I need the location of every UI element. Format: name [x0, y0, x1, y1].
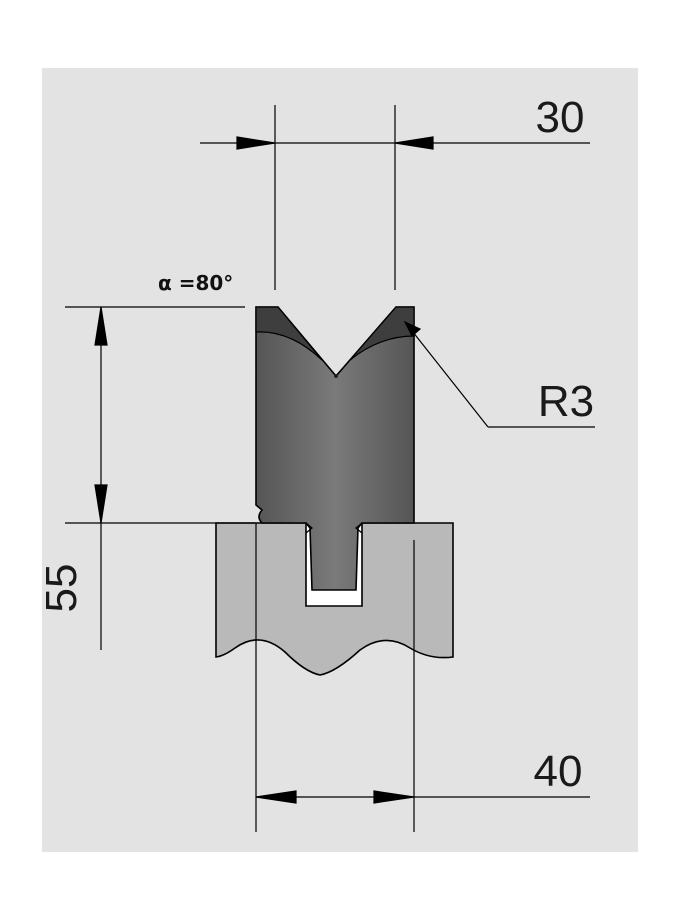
dimension-height [65, 306, 255, 650]
slot-notch-right [355, 522, 363, 534]
dimension-height-value: 55 [37, 564, 86, 613]
radius-leader [403, 320, 595, 428]
die-chamfer-right [349, 306, 415, 361]
angle-label: α =80° [158, 271, 233, 295]
radius-label: R3 [538, 377, 594, 426]
dimension-bottom-width-value: 40 [534, 747, 583, 796]
dimension-top-width-value: 30 [536, 93, 585, 142]
die-chamfer-left [255, 306, 323, 361]
dimension-bottom-width [255, 523, 590, 832]
slot-notch-left [305, 522, 313, 534]
dimension-top-width [200, 105, 590, 290]
v-groove-tip [334, 374, 338, 378]
